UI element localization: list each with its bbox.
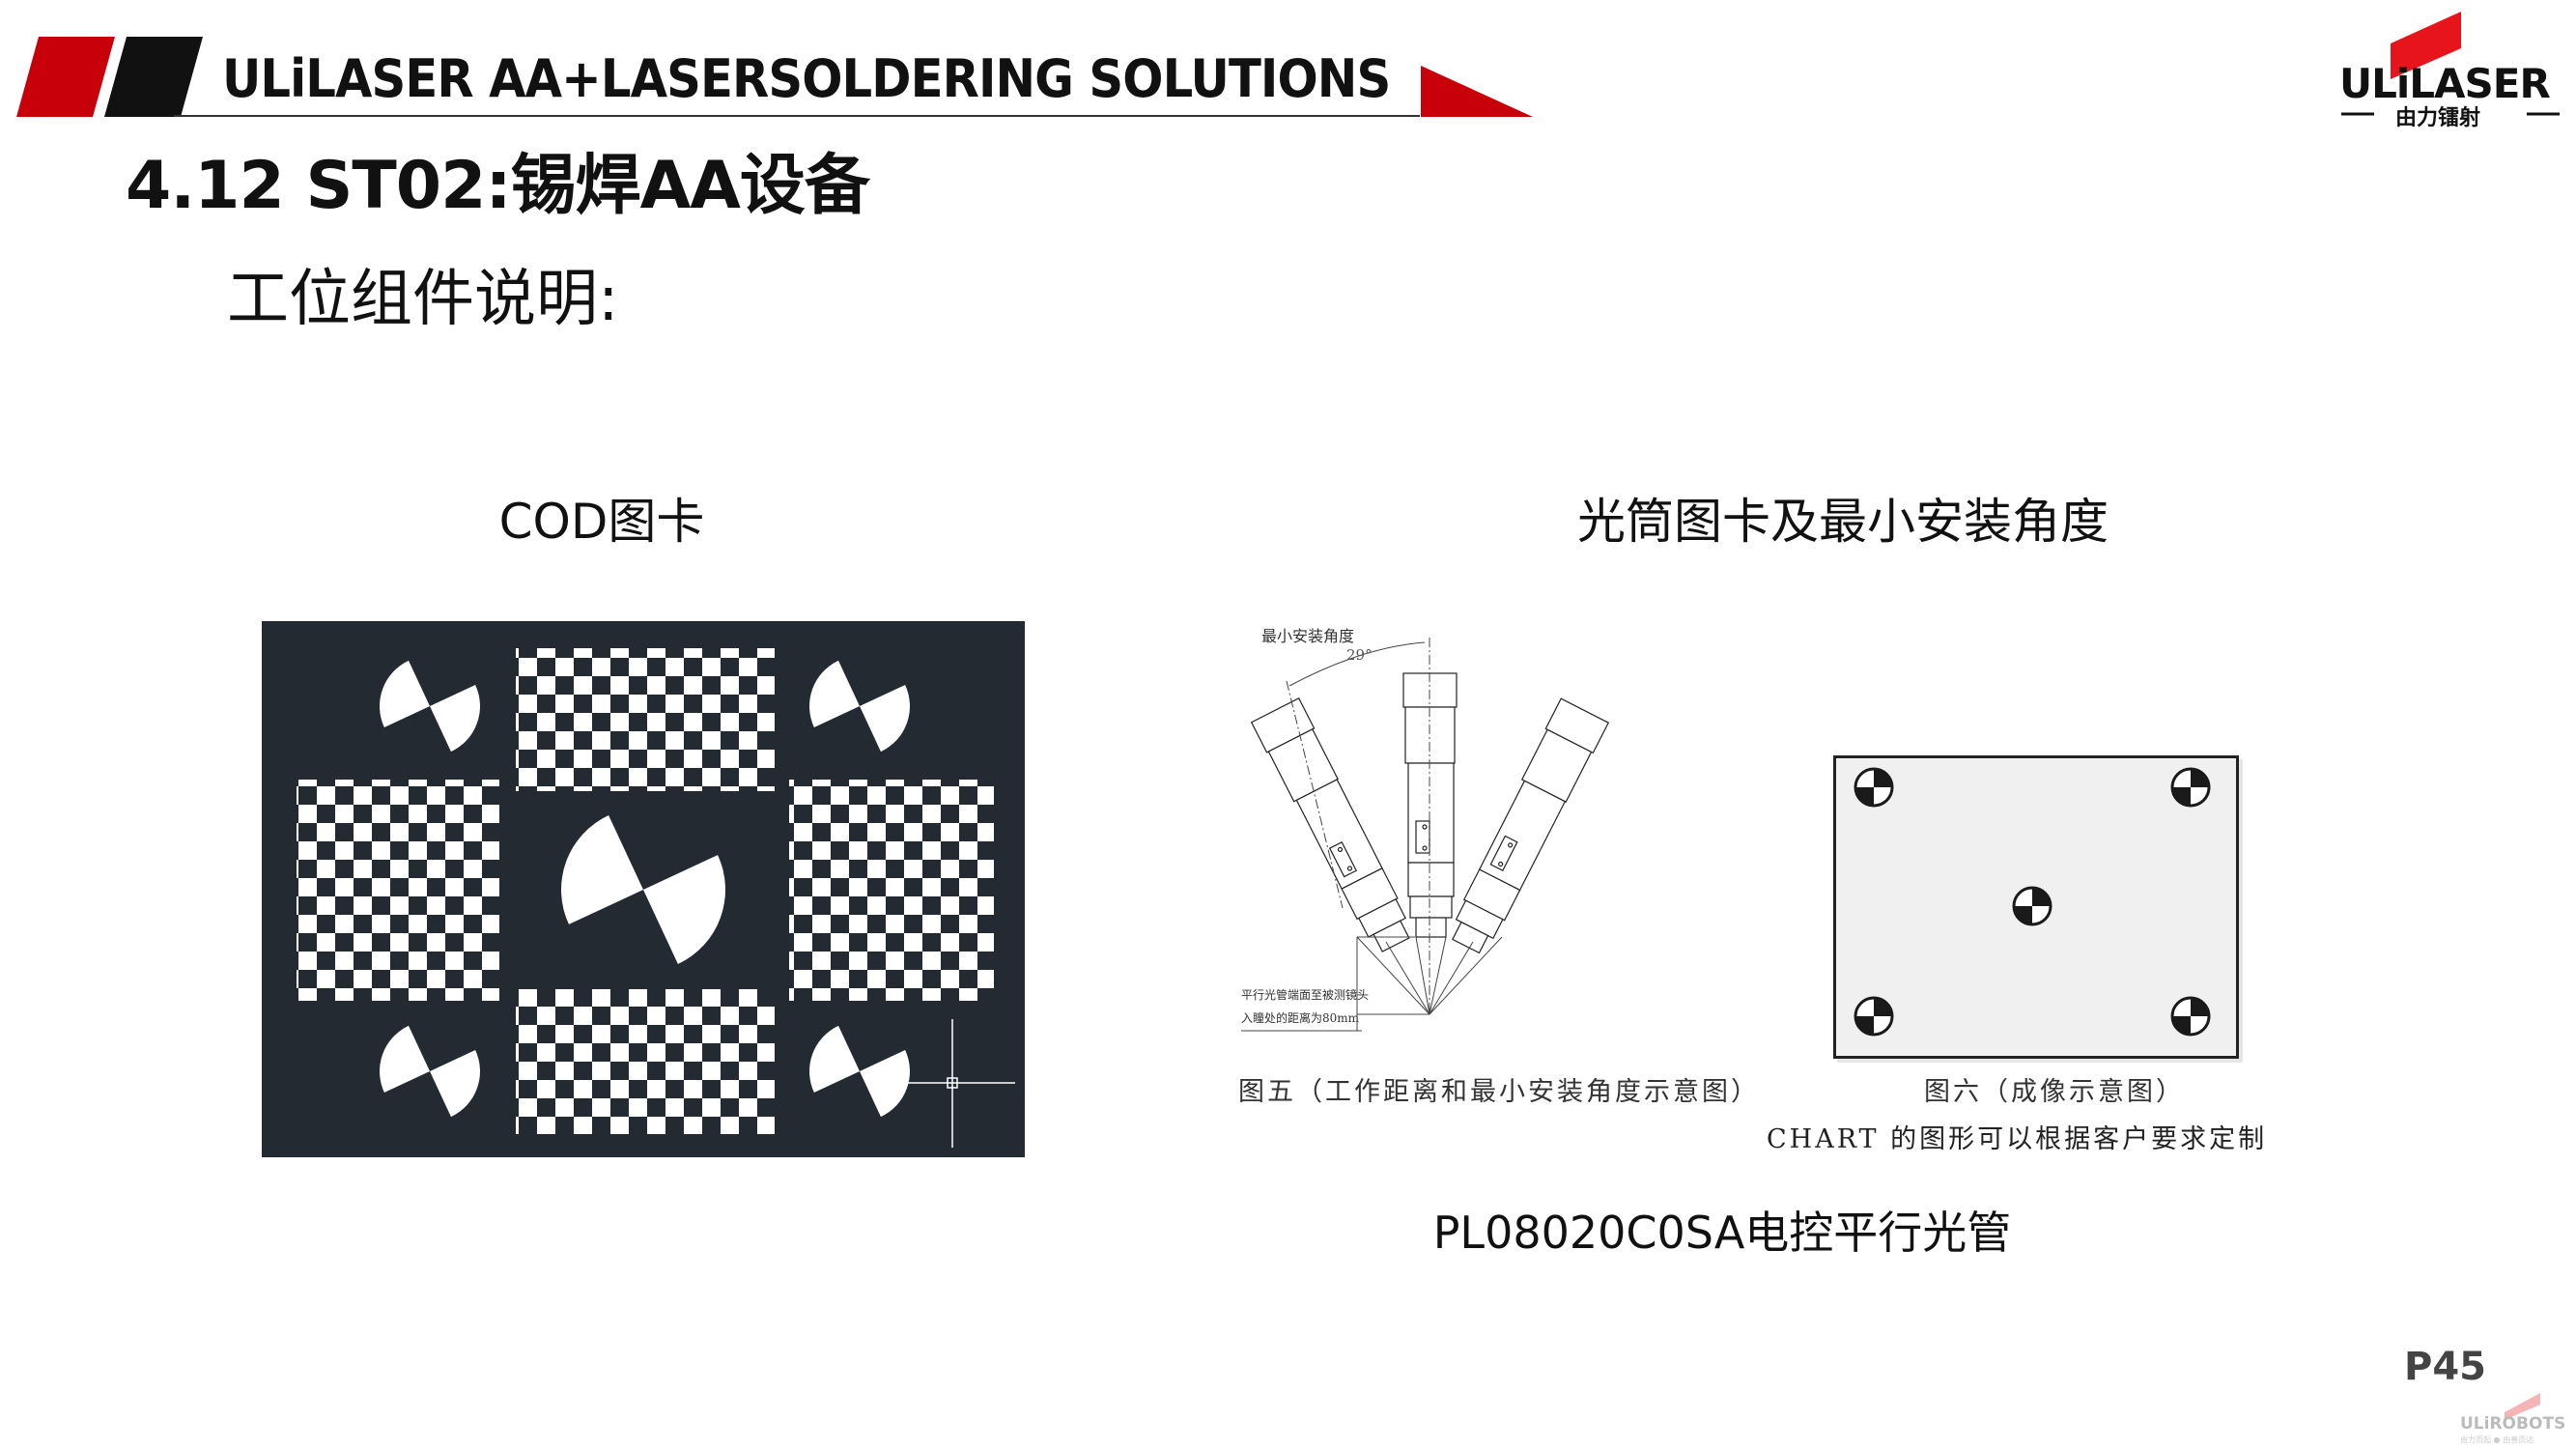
- header-banner-text: ULiLASER AA+LASERSOLDERING SOLUTIONS: [222, 48, 1391, 109]
- header-banner-graphics: [16, 37, 1533, 117]
- footer-tagline: 由力而起 ● 由善而达: [2460, 1435, 2534, 1444]
- ulilaser-logo: ULiLASER 由力镭射: [2337, 10, 2560, 130]
- page-subtitle: 工位组件说明:: [227, 264, 619, 335]
- target-bottom-left: [1854, 996, 1894, 1037]
- ulirobots-logo: ULiROBOTS 由力而起 ● 由善而达: [2458, 1391, 2574, 1447]
- distance-note-line1: 平行光管端面至被测镜头: [1241, 987, 1369, 1002]
- red-stripe: [16, 37, 115, 117]
- chart-note: CHART 的图形可以根据客户要求定制: [1767, 1124, 2268, 1154]
- checkerboard-left: [297, 780, 499, 1001]
- red-triangle: [1421, 66, 1533, 117]
- imaging-chart-image: [1833, 755, 2239, 1059]
- min-angle-label: 最小安装角度: [1261, 627, 1354, 645]
- logo-chinese: 由力镭射: [2395, 106, 2481, 130]
- collimator-angle-diagram: 最小安装角度 29° 平行光管端面至被测镜头 入瞳处的距离为80mm: [1241, 627, 1609, 1032]
- target-center: [2012, 886, 2052, 926]
- crosshair-cursor-icon: [890, 1019, 1015, 1148]
- target-bottom-right: [2170, 996, 2211, 1037]
- cod-chart-label: COD图卡: [498, 494, 705, 550]
- tube-right: [1440, 697, 1609, 959]
- product-name: PL08020C0SA电控平行光管: [1432, 1207, 2012, 1259]
- page-title: 4.12 ST02:锡焊AA设备: [126, 148, 870, 224]
- diagram-caption: 图五（工作距离和最小安装角度示意图）: [1238, 1077, 1760, 1107]
- tube-left: [1251, 697, 1420, 958]
- target-top-left: [1854, 767, 1894, 808]
- chart-caption: 图六（成像示意图）: [1924, 1077, 2185, 1107]
- logo-wordmark: ULiLASER: [2339, 60, 2551, 107]
- checkerboard-right: [789, 780, 994, 1001]
- checkerboard-top: [516, 648, 775, 791]
- target-top-right: [2170, 767, 2211, 808]
- collimator-chart-label: 光筒图卡及最小安装角度: [1577, 494, 2109, 550]
- page-number: P45: [2404, 1345, 2486, 1389]
- footer-wordmark: ULiROBOTS: [2460, 1414, 2566, 1434]
- angle-value: 29°: [1346, 646, 1373, 664]
- checkerboard-bottom: [516, 989, 775, 1134]
- distance-note-line2: 入瞳处的距离为80mm: [1241, 1010, 1360, 1025]
- cod-chart-image: [262, 621, 1025, 1157]
- black-stripe: [104, 37, 203, 117]
